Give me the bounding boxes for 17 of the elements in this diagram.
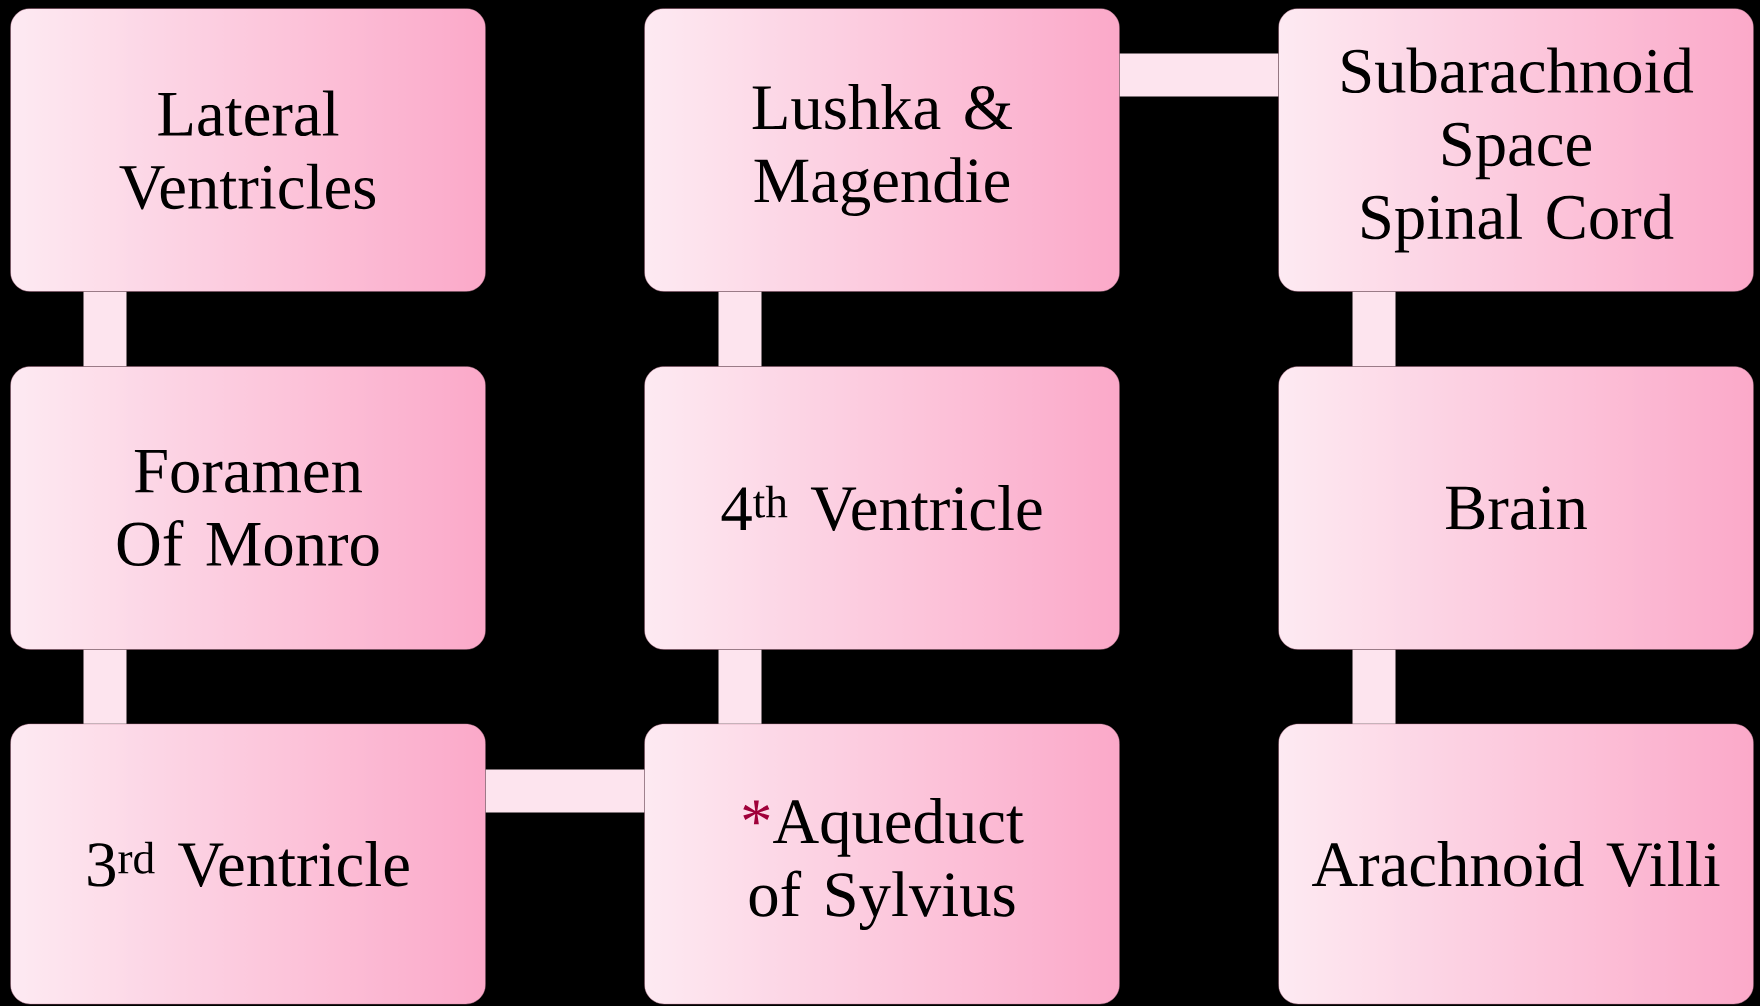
- connector-bar: [1352, 649, 1396, 724]
- process-box: Arachnoid Villi: [1278, 723, 1754, 1005]
- connector-bar: [718, 649, 762, 724]
- process-box: Brain: [1278, 366, 1754, 650]
- process-box: Lateral Ventricles: [10, 8, 486, 292]
- connector-bar: [1119, 53, 1279, 97]
- process-box: Subarachnoid Space Spinal Cord: [1278, 8, 1754, 292]
- process-box: 4$^{th}$ Ventricle: [644, 366, 1120, 650]
- process-box: 3$^{rd}$ Ventricle: [10, 723, 486, 1005]
- connector-bar: [83, 649, 127, 724]
- connector-bar: [718, 291, 762, 367]
- connector-bar: [1352, 291, 1396, 367]
- connector-bar: [83, 291, 127, 367]
- process-box: Foramen Of Monro: [10, 366, 486, 650]
- process-box: Lushka & Magendie: [644, 8, 1120, 292]
- connector-bar: [485, 769, 645, 813]
- process-box: *Aqueduct of Sylvius: [644, 723, 1120, 1005]
